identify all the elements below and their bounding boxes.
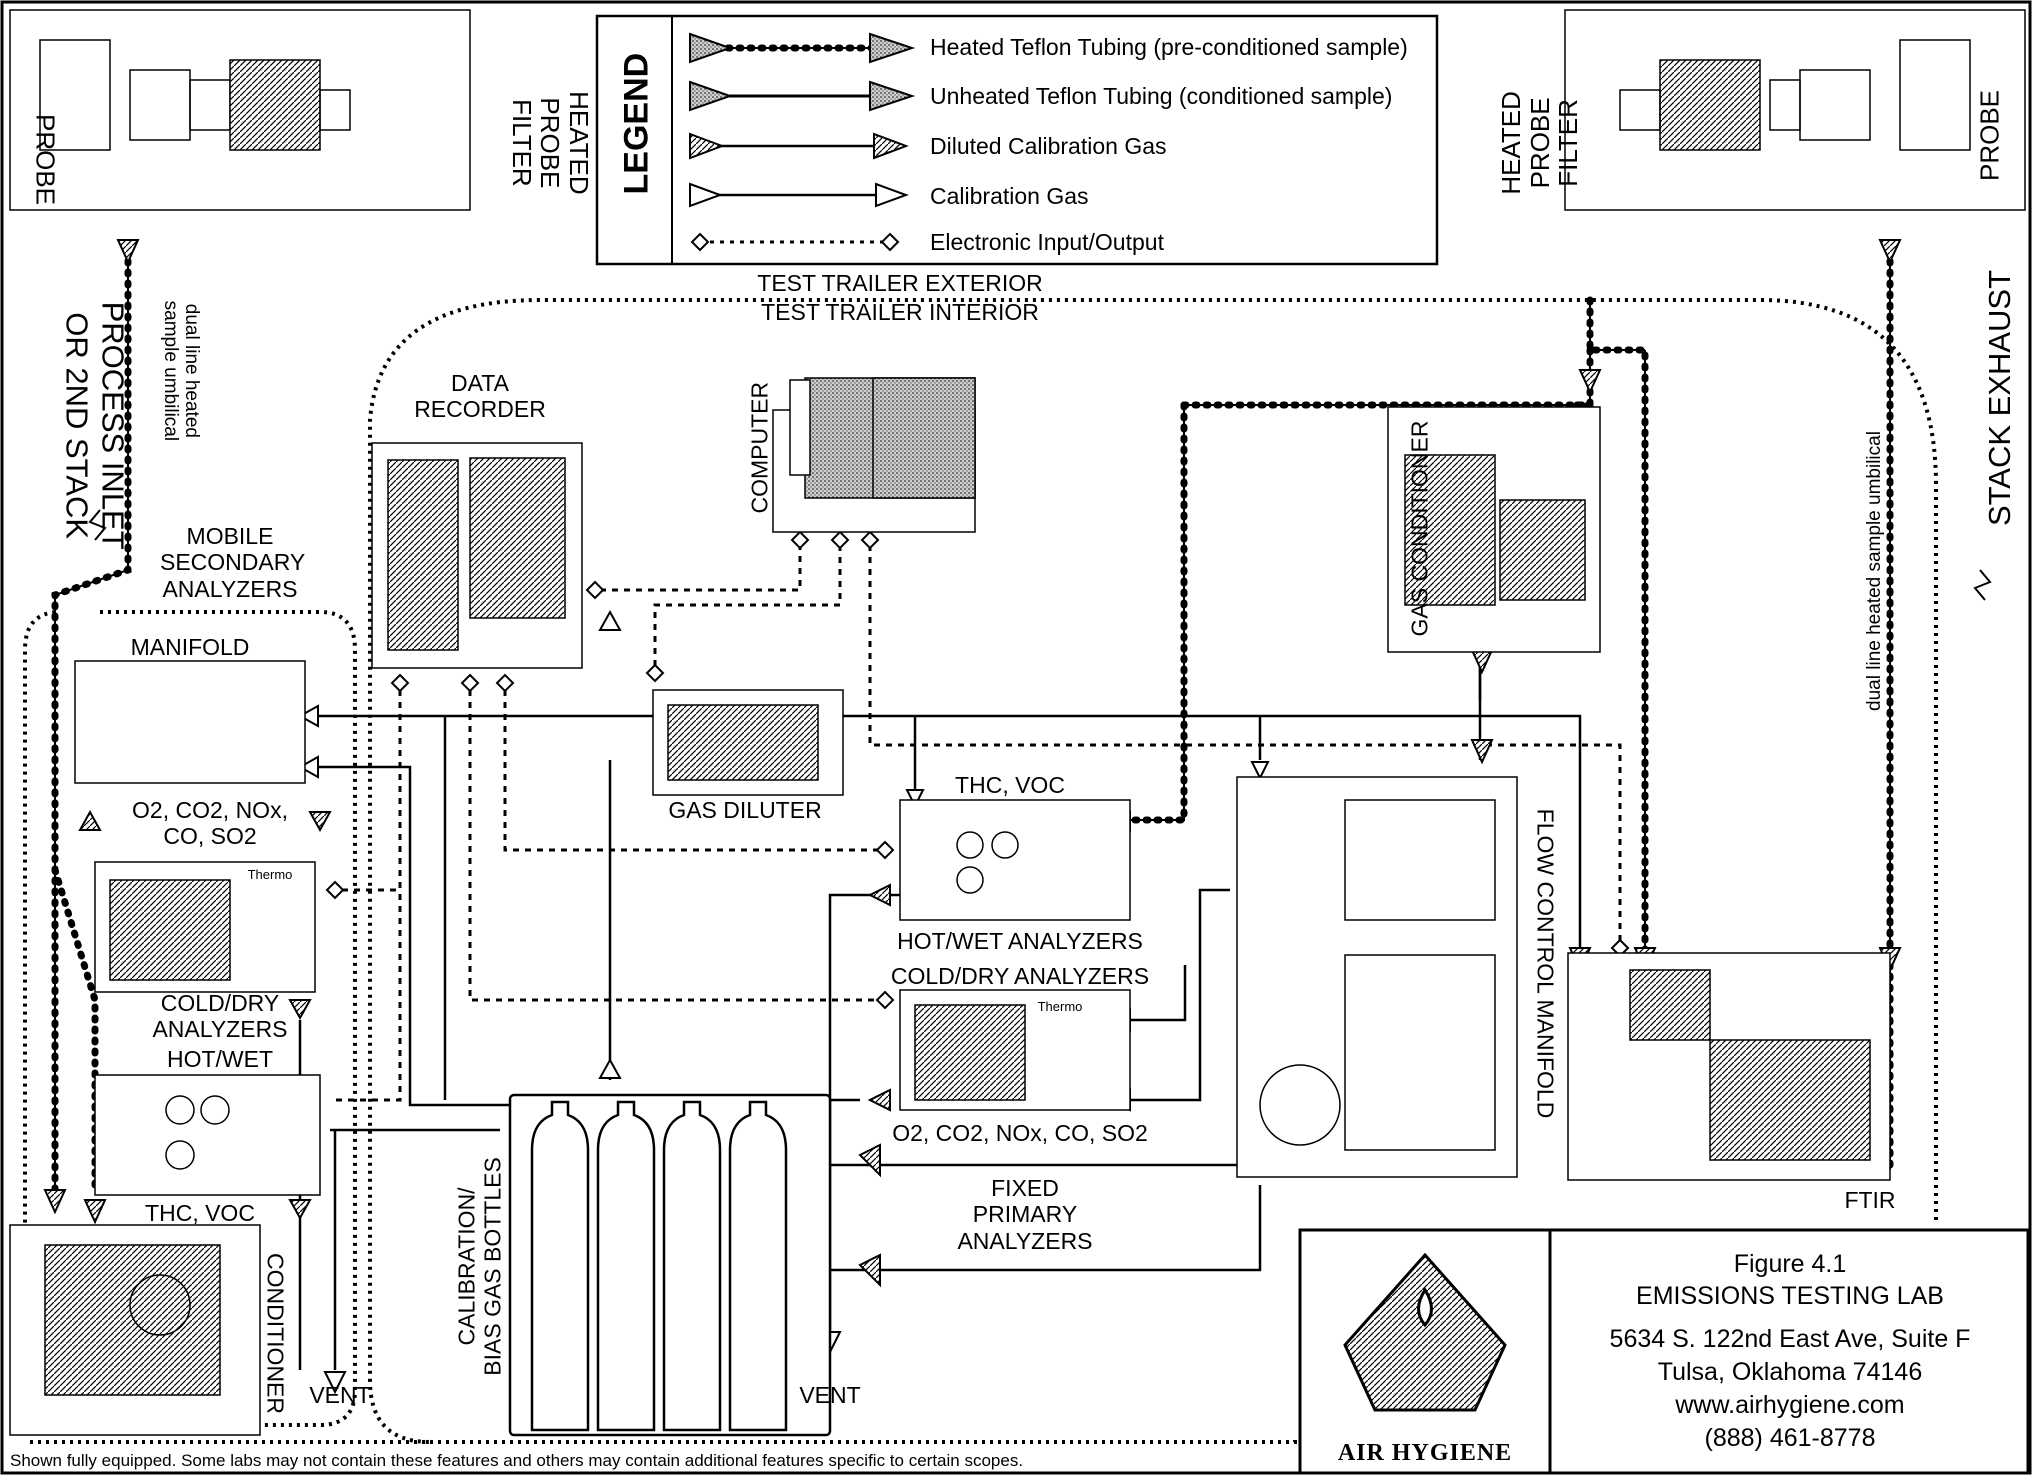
legend-item-calgas: Calibration Gas [930, 183, 1089, 209]
trailer-exterior-label: TEST TRAILER EXTERIOR [757, 270, 1043, 296]
trailer-boundary [30, 298, 1938, 1444]
thermo-label-mobile: Thermo [247, 867, 293, 882]
stack-exhaust-label: STACK EXHAUST [1982, 269, 2017, 527]
conditioner-label: CONDITIONER [262, 1253, 289, 1414]
mobile-hot-wet-label: HOT/WET [166, 1046, 274, 1072]
manifold-label: MANIFOLD [130, 634, 250, 660]
legend-item-diluted: Diluted Calibration Gas [930, 133, 1167, 159]
mobile-secondary-label: MOBILE SECONDARY ANALYZERS [160, 523, 306, 602]
cold-dry-analyzers-label: COLD/DRY ANALYZERS [890, 963, 1150, 989]
trailer-interior-label: TEST TRAILER INTERIOR [761, 299, 1039, 325]
mobile-thc-label: THC, VOC [145, 1200, 255, 1226]
logo-shape [1343, 1252, 1507, 1412]
vent-left-label: VENT [309, 1382, 371, 1408]
right-umbilical-label: dual line heated sample umbilical [1864, 431, 1885, 711]
computer-label: COMPUTER [746, 381, 773, 514]
equipment-sketches [9, 9, 2026, 1436]
hot-wet-analyzers-label: HOT/WET ANALYZERS [897, 928, 1143, 954]
right-probe-label: PROBE [1974, 89, 2005, 182]
right-heated-probe-filter-label: HEATED PROBE FILTER [1496, 91, 1584, 195]
footer-note: Shown fully equipped. Some labs may not … [10, 1451, 1024, 1470]
flow-control-manifold-label: FLOW CONTROL MANIFOLD [1532, 808, 1559, 1119]
left-probe-label: PROBE [30, 113, 61, 206]
legend-item-heated: Heated Teflon Tubing (pre-conditioned sa… [930, 34, 1408, 60]
ftir-label: FTIR [1844, 1187, 1896, 1213]
address-line2: Tulsa, Oklahoma 74146 [1657, 1358, 1923, 1386]
mobile-gases-label: O2, CO2, NOx, CO, SO2 [132, 797, 288, 850]
data-recorder-label: DATA RECORDER [414, 370, 546, 423]
calibration-bottles-label: CALIBRATION/ BIAS GAS BOTTLES [453, 1157, 506, 1376]
gas-conditioner-label: GAS CONDITIONER [1406, 420, 1433, 637]
vent-center-label: VENT [799, 1382, 861, 1408]
website-link[interactable]: www.airhygiene.com [1675, 1391, 1905, 1419]
electronic-diamonds [325, 530, 1630, 1010]
left-umbilical-label: dual line heated sample umbilical [160, 300, 202, 442]
legend-item-electronic: Electronic Input/Output [930, 229, 1164, 255]
fixed-gases-label: O2, CO2, NOx, CO, SO2 [892, 1120, 1148, 1146]
process-inlet-label: PROCESS INLET OR 2ND STACK [60, 301, 131, 550]
left-heated-probe-filter-label: HEATED PROBE FILTER [506, 91, 594, 195]
legend-box [595, 14, 1439, 266]
logo-text: AIR HYGIENE [1337, 1440, 1513, 1466]
legend-symbols [689, 32, 916, 252]
address-line1: 5634 S. 122nd East Ave, Suite F [1609, 1325, 1971, 1353]
thc-voc-label: THC, VOC [955, 772, 1065, 798]
thermo-label-fixed: Thermo [1037, 999, 1083, 1014]
phone-label: (888) 461-8778 [1704, 1424, 1876, 1452]
legend-item-unheated: Unheated Teflon Tubing (conditioned samp… [930, 83, 1393, 109]
figure-label: Figure 4.1 [1733, 1250, 1847, 1278]
lab-label: EMISSIONS TESTING LAB [1636, 1282, 1944, 1310]
fixed-primary-label: FIXED PRIMARY ANALYZERS [957, 1175, 1093, 1254]
mobile-cold-dry-label: COLD/DRY ANALYZERS [152, 990, 288, 1043]
gas-diluter-label: GAS DILUTER [668, 797, 822, 823]
legend-title: LEGEND [617, 52, 656, 195]
gas-bottles [508, 1093, 832, 1437]
electronic-lines [330, 545, 1622, 1102]
